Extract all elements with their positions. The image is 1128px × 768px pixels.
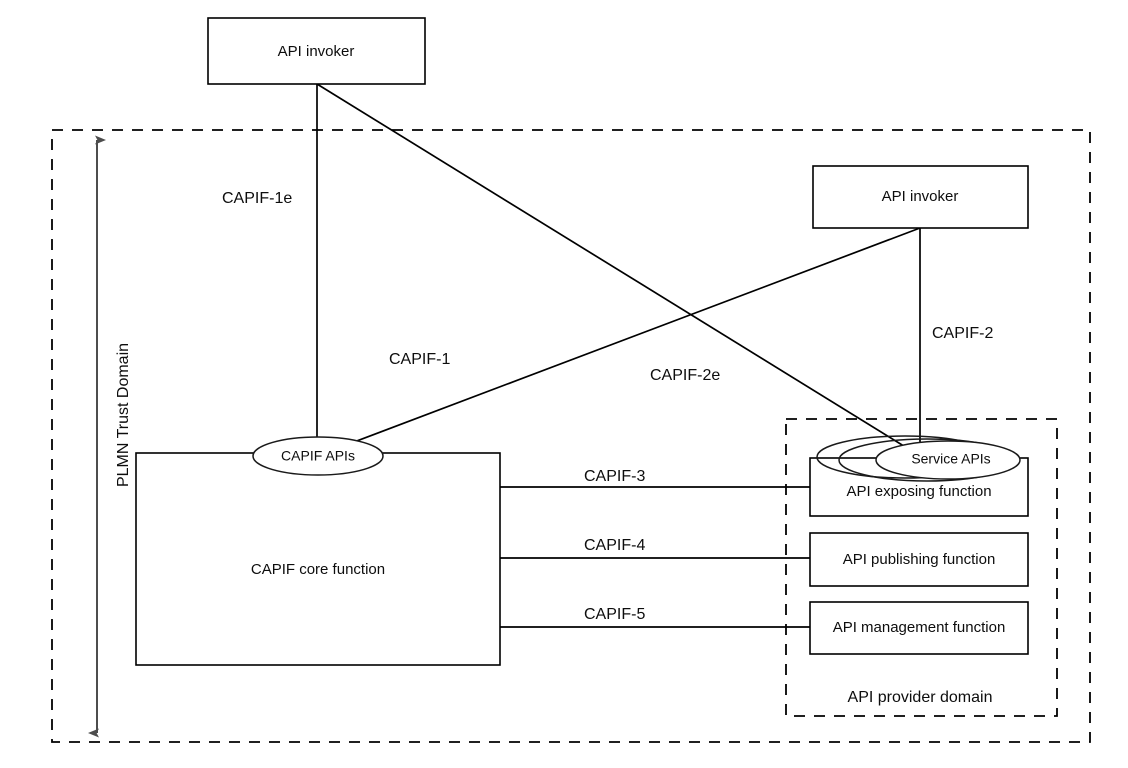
- plmn-trust-domain-boundary: [51, 129, 1091, 743]
- node-api-publishing-function[interactable]: API publishing function: [809, 532, 1029, 587]
- interface-label-capif-1: CAPIF-1: [389, 351, 450, 368]
- interface-label-capif-2: CAPIF-2: [932, 325, 993, 342]
- service-apis-ellipse-front[interactable]: [875, 440, 1021, 480]
- capif-apis-ellipse[interactable]: [252, 436, 384, 476]
- node-service-apis[interactable]: Service APIs: [816, 435, 1021, 482]
- node-capif-core-function[interactable]: CAPIF core function: [135, 452, 501, 666]
- node-capif-apis[interactable]: CAPIF APIs: [252, 436, 384, 476]
- capif-apis-label: CAPIF APIs: [281, 448, 355, 464]
- api-management-function-box[interactable]: [809, 601, 1029, 655]
- api-invoker-internal-label: API invoker: [882, 188, 959, 205]
- api-publishing-function-box[interactable]: [809, 532, 1029, 587]
- capif-core-function-label: CAPIF core function: [251, 561, 385, 578]
- api-management-function-label: API management function: [833, 619, 1006, 636]
- api-invoker-external-label: API invoker: [278, 43, 355, 60]
- interface-line-capif-1: [316, 227, 921, 457]
- plmn-trust-domain-label: PLMN Trust Domain: [115, 343, 132, 487]
- api-exposing-function-label: API exposing function: [846, 483, 991, 500]
- node-api-invoker-external[interactable]: API invoker: [207, 17, 426, 85]
- interface-label-capif-5: CAPIF-5: [584, 606, 645, 623]
- node-api-management-function[interactable]: API management function: [809, 601, 1029, 655]
- interface-label-capif-3: CAPIF-3: [584, 468, 645, 485]
- api-provider-domain-label: API provider domain: [848, 689, 993, 706]
- interface-label-capif-2e: CAPIF-2e: [650, 367, 720, 384]
- interface-label-capif-1e: CAPIF-1e: [222, 190, 292, 207]
- interface-line-capif-2e: [316, 83, 921, 457]
- api-invoker-external-box[interactable]: [207, 17, 426, 85]
- api-provider-domain-boundary: [785, 418, 1058, 717]
- interface-label-capif-4: CAPIF-4: [584, 537, 645, 554]
- api-invoker-internal-box[interactable]: [812, 165, 1029, 229]
- node-api-invoker-internal[interactable]: API invoker: [812, 165, 1029, 229]
- service-apis-label: Service APIs: [911, 451, 990, 467]
- api-publishing-function-label: API publishing function: [843, 551, 996, 568]
- capif-core-function-box[interactable]: [135, 452, 501, 666]
